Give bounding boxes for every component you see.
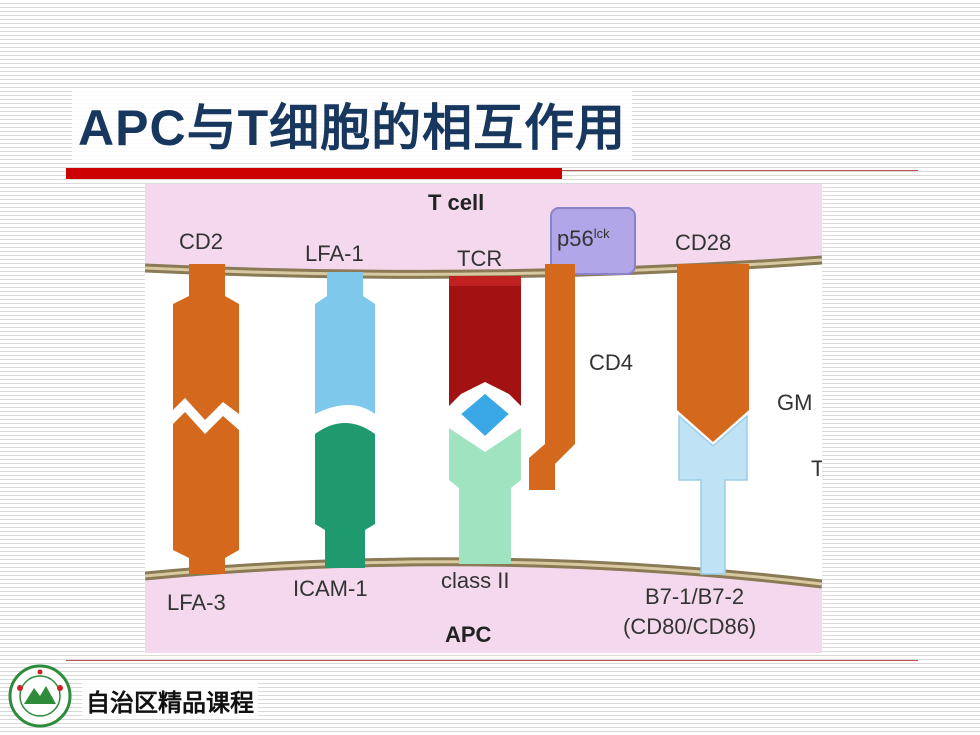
mhc-class-ii-molecule	[449, 428, 521, 564]
label-cd80-cd86: (CD80/CD86)	[623, 614, 756, 639]
label-lck: lck	[594, 226, 610, 241]
label-p56lck: p56lck	[557, 226, 610, 251]
label-gm-partial: GM	[777, 390, 812, 415]
apc-tcell-diagram: T cell CD2 LFA-1 TCR p56lck CD28 CD4 GM …	[145, 184, 822, 653]
label-lfa3: LFA-3	[167, 590, 226, 615]
label-tcr: TCR	[457, 246, 502, 271]
p56lck-kinase	[550, 207, 636, 275]
university-logo	[8, 664, 72, 728]
label-t-cell: T cell	[428, 190, 484, 215]
label-cd2: CD2	[179, 229, 223, 254]
slide-title: APC与T细胞的相互作用	[72, 88, 633, 160]
tcr-molecule-cap	[449, 276, 521, 286]
lfa3-molecule	[173, 412, 239, 574]
lfa1-molecule	[315, 272, 375, 414]
icam1-molecule	[315, 423, 375, 568]
footer-course-label: 自治区精品课程	[82, 683, 258, 718]
label-apc: APC	[445, 622, 492, 647]
b7-molecule	[678, 414, 748, 575]
peptide-antigen	[456, 390, 514, 441]
label-icam1: ICAM-1	[293, 576, 368, 601]
cd2-molecule	[173, 264, 239, 420]
cd28-molecule	[677, 264, 749, 442]
label-t-partial: T	[811, 456, 822, 481]
tcr-molecule	[449, 280, 521, 406]
footer-divider	[66, 660, 918, 661]
label-class-ii: class II	[441, 568, 509, 593]
partial-molecule-edge	[807, 406, 822, 484]
cd4-molecule	[529, 264, 575, 490]
label-p56: p56	[557, 226, 594, 251]
label-lfa1: LFA-1	[305, 241, 364, 266]
label-cd28: CD28	[675, 230, 731, 255]
title-divider-accent	[66, 168, 562, 179]
label-b7: B7-1/B7-2	[645, 584, 744, 609]
label-cd4: CD4	[589, 350, 633, 375]
